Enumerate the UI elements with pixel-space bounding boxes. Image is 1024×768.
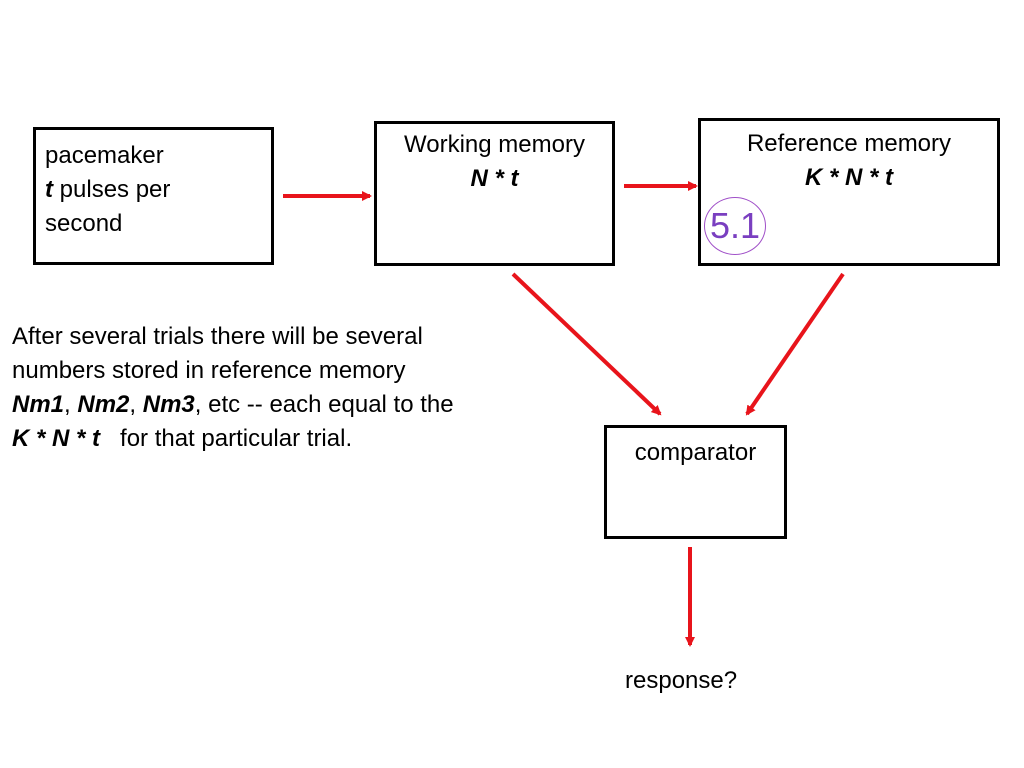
reference-memory-box: Reference memory K * N * t <box>698 118 1000 266</box>
note-nm3: Nm3 <box>142 391 195 418</box>
note-nm1: Nm1 <box>12 391 65 418</box>
pacemaker-box: pacemaker t pulses per second <box>33 127 274 265</box>
working-memory-text: Working memory N * t <box>377 128 612 196</box>
comparator-box: comparator <box>604 425 787 539</box>
note-line-3-rest: , etc -- each equal to the <box>194 391 454 418</box>
note-nm2: Nm2 <box>77 391 130 418</box>
pacemaker-rate-line: t pulses per <box>45 173 170 207</box>
note-sep-1: , <box>64 391 78 418</box>
explanation-note: After several trials there will be sever… <box>12 320 572 456</box>
note-line-4: K * N * t for that particular trial. <box>12 422 572 456</box>
response-label: response? <box>625 667 738 694</box>
note-line-1: After several trials there will be sever… <box>12 323 423 350</box>
pacemaker-rate-text: pulses per <box>53 176 171 203</box>
pacemaker-unit: second <box>45 210 123 237</box>
arrow-reference-to-comparator <box>745 272 845 416</box>
note-sep-2: , <box>129 391 143 418</box>
pacemaker-title: pacemaker <box>45 142 164 169</box>
reference-memory-text: Reference memory K * N * t <box>701 127 997 195</box>
note-line-3: Nm1, Nm2, Nm3, etc -- each equal to the <box>12 388 572 422</box>
working-memory-formula: N * t <box>470 165 519 192</box>
working-memory-title: Working memory <box>404 131 585 158</box>
comparator-title: comparator <box>634 439 757 466</box>
note-line-2: numbers stored in reference memory <box>12 357 406 384</box>
note-formula: K * N * t <box>12 425 101 452</box>
slide-number-badge: 5.1 <box>704 197 766 255</box>
reference-memory-formula: K * N * t <box>804 164 893 191</box>
note-line-4-rest: for that particular trial. <box>100 425 353 452</box>
reference-memory-title: Reference memory <box>746 130 952 157</box>
pacemaker-text: pacemaker t pulses per second <box>45 139 170 241</box>
pacemaker-variable: t <box>45 176 53 203</box>
working-memory-box: Working memory N * t <box>374 121 615 266</box>
